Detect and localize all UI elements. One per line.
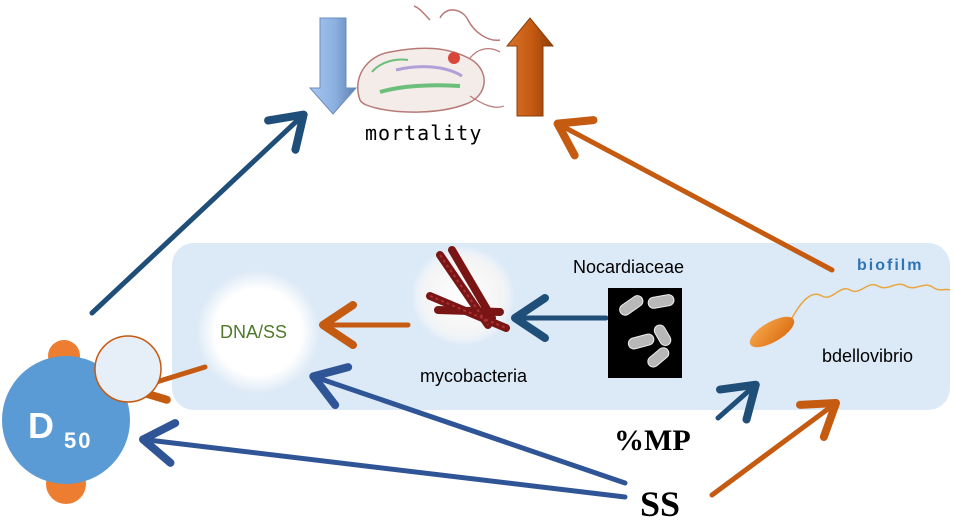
dnass-glow — [196, 270, 320, 394]
nocardiaceae-micrograph-icon — [608, 288, 682, 378]
mortality-label: mortality — [365, 121, 482, 145]
d50-node: D 50 — [2, 335, 162, 504]
dnass-label: DNA/SS — [220, 322, 287, 342]
bdellovibrio-icon — [749, 283, 951, 348]
arrow-d50-to-mortality — [89, 110, 308, 316]
bdellovibrio-label: bdellovibrio — [822, 346, 913, 366]
d50-sub-label: 50 — [64, 428, 92, 453]
up-arrow-icon — [505, 17, 555, 117]
mp-label: %MP — [614, 424, 691, 457]
down-arrow-icon — [308, 17, 358, 115]
ss-label: SS — [640, 484, 680, 524]
d50-circle — [2, 356, 130, 484]
d50-side-circle — [94, 335, 162, 403]
mycobacteria-label: mycobacteria — [420, 366, 528, 386]
nocardiaceae-label: Nocardiaceae — [573, 257, 684, 277]
arrow-ss-to-d50 — [139, 419, 628, 500]
arrow-ss-to-bdellovibrio — [709, 399, 841, 498]
d50-main-label: D — [28, 405, 54, 446]
arrow-biofilm-to-mortality — [553, 116, 835, 273]
mycobacteria-icon — [411, 246, 515, 346]
arrow-ss-to-dnass — [309, 363, 628, 486]
zooplankton-icon — [357, 5, 505, 113]
biofilm-region — [172, 243, 950, 410]
arrow-mp-to-biofilm — [715, 380, 760, 424]
biofilm-label: biofilm — [857, 257, 923, 274]
